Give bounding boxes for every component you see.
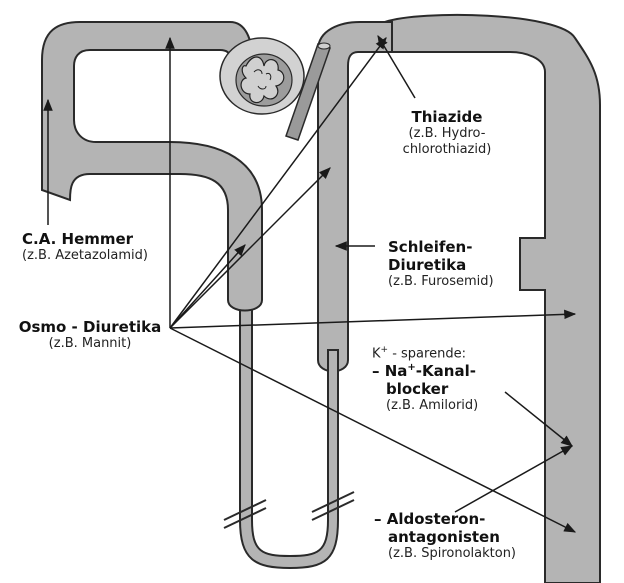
osmo-name: Osmo - Diuretika (10, 318, 170, 336)
na-prefix: – Na (372, 362, 407, 380)
na-rest: -Kanal- (416, 362, 476, 380)
label-schleifen-diuretika: Schleifen- Diuretika (z.B. Furosemid) (388, 238, 494, 290)
k-sparende-heading: K+ - sparende: (372, 345, 478, 362)
osmo-example: (z.B. Mannit) (10, 336, 170, 352)
collecting-duct (385, 15, 600, 583)
na-plus: + (407, 362, 415, 373)
thiazide-example-1: (z.B. Hydro- (392, 126, 502, 142)
aldosteron-name-2: antagonisten (374, 528, 516, 546)
k-sparende-example: (z.B. Amilorid) (372, 398, 478, 414)
k-sparende-rest: - sparende: (388, 346, 466, 361)
aldosteron-name-1: – Aldosteron- (374, 510, 516, 528)
arrow-osmo-right (170, 314, 575, 328)
glomerulus (220, 38, 304, 114)
schleifen-name-2: Diuretika (388, 256, 494, 274)
thiazide-example-2: chlorothiazid) (392, 142, 502, 158)
aldosteron-example: (z.B. Spironolakton) (374, 546, 516, 562)
k-plus: + (381, 345, 389, 355)
na-kanal-line1: – Na+-Kanal- (372, 362, 478, 380)
ca-hemmer-example: (z.B. Azetazolamid) (22, 248, 148, 264)
schleifen-name-1: Schleifen- (388, 238, 494, 256)
ca-hemmer-name: C.A. Hemmer (22, 230, 148, 248)
label-osmo-diuretika: Osmo - Diuretika (z.B. Mannit) (10, 318, 170, 352)
ascending-limb (318, 22, 392, 371)
k-symbol: K (372, 346, 381, 361)
label-aldosteron: – Aldosteron- antagonisten (z.B. Spirono… (374, 510, 516, 562)
label-ca-hemmer: C.A. Hemmer (z.B. Azetazolamid) (22, 230, 148, 264)
na-kanal-line2: blocker (372, 380, 478, 398)
schleifen-example: (z.B. Furosemid) (388, 274, 494, 290)
label-k-sparende: K+ - sparende: – Na+-Kanal- blocker (z.B… (372, 345, 478, 414)
label-thiazide: Thiazide (z.B. Hydro- chlorothiazid) (392, 108, 502, 157)
thiazide-name: Thiazide (392, 108, 502, 126)
